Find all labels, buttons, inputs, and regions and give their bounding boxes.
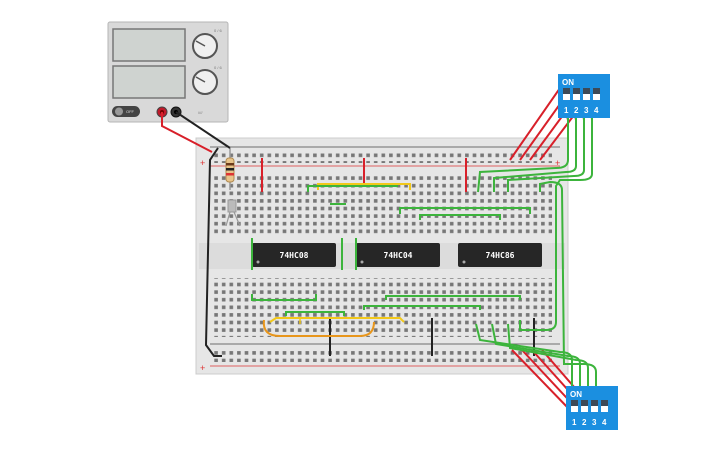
dip-bottom-num-3: 3 [592, 418, 597, 427]
orange-jumper-bottom[interactable] [262, 319, 375, 337]
ground-return-wire[interactable] [204, 147, 222, 357]
chip-74hc86[interactable]: 74HC86 [458, 243, 542, 267]
chip-label-74hc08: 74HC08 [280, 251, 309, 260]
top-plus-label-right: + [555, 158, 560, 168]
dip-bottom-num-2: 2 [582, 418, 587, 427]
lower-terminal-holes[interactable] [212, 278, 552, 337]
dip-top-num-3: 3 [584, 106, 589, 115]
top-dip-green-wires[interactable] [477, 118, 593, 331]
dip-bottom-on-label: ON [570, 390, 582, 399]
voltage-display [112, 28, 186, 62]
green-jumper-bottom-d[interactable] [363, 305, 481, 310]
knob-mark-bottom: 0 / 6 [214, 65, 223, 70]
knob-mark-top: 0 / 6 [214, 28, 223, 33]
bottom-dip-green-wires[interactable] [475, 180, 597, 392]
green-jumper-top-c[interactable] [399, 207, 531, 214]
green-jumper-bottom-c[interactable] [385, 295, 521, 300]
dip-top-num-4: 4 [594, 106, 599, 115]
vent-text: //// [198, 110, 203, 115]
chip-74hc08[interactable]: 74HC08 [252, 243, 336, 267]
dip-top-num-2: 2 [574, 106, 579, 115]
dip-switch-top[interactable]: ON 1 2 3 4 [558, 74, 610, 118]
power-switch-label: OFF [126, 109, 135, 114]
dip-bottom-num-1: 1 [572, 418, 577, 427]
top-plus-label: + [200, 158, 205, 168]
green-jumper-bottom-a[interactable] [251, 294, 317, 301]
bottom-plus-label: + [200, 363, 205, 373]
psu-positive-wire[interactable] [161, 112, 213, 153]
chip-label-74hc04: 74HC04 [384, 251, 413, 260]
dip-top-num-1: 1 [564, 106, 569, 115]
bottom-rail-holes[interactable] [212, 348, 552, 362]
power-supply: 0 / 6 0 / 6 OFF //// [107, 21, 229, 123]
resistor[interactable] [225, 148, 235, 190]
chip-74hc04[interactable]: 74HC04 [356, 243, 440, 267]
dip-switch-bottom[interactable]: ON 1 2 3 4 [566, 386, 618, 430]
current-display [112, 65, 186, 99]
green-jumper-bottom-b[interactable] [285, 311, 345, 316]
led[interactable] [225, 199, 241, 227]
dip-top-on-label: ON [562, 78, 574, 87]
green-jumper-top-d[interactable] [419, 214, 501, 220]
dip-bottom-num-4: 4 [602, 418, 607, 427]
psu-negative-wire[interactable] [175, 111, 231, 149]
yellow-jumper-bottom-b[interactable] [299, 317, 360, 324]
chip-label-74hc86: 74HC86 [486, 251, 515, 260]
green-jumper-top-a[interactable] [307, 185, 398, 192]
